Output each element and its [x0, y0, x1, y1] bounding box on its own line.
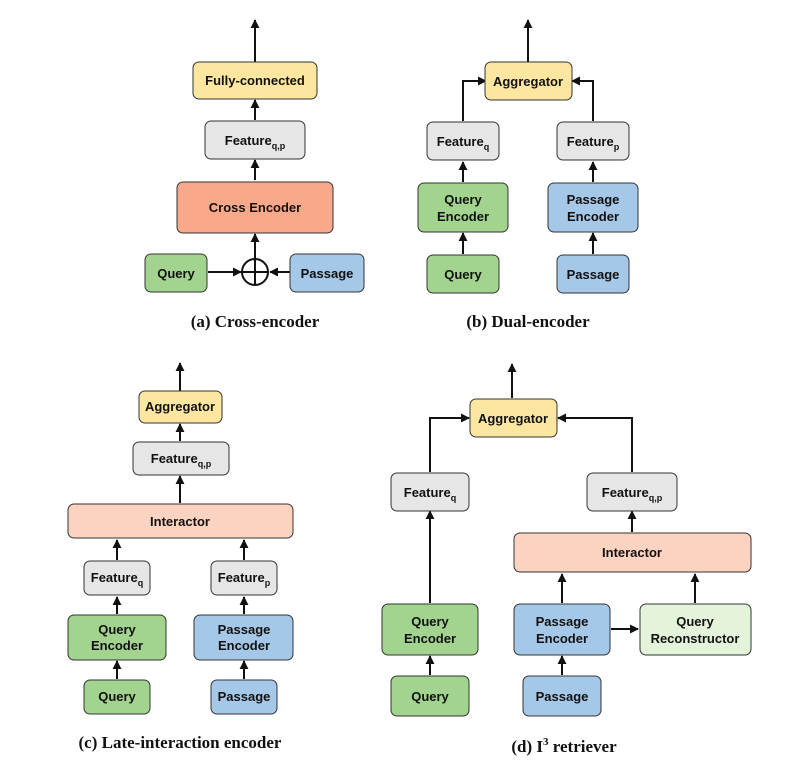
query-box: Query: [426, 254, 500, 294]
passage-box: Passage: [289, 253, 365, 293]
passage-box: Passage: [210, 679, 278, 715]
query-box: Query: [390, 675, 470, 717]
interactor-box: Interactor: [513, 532, 752, 573]
aggregator-box: Aggregator: [469, 398, 558, 438]
query-reconstructor-box: Query Reconstructor: [639, 603, 752, 656]
passage-label: Passage: [218, 689, 271, 704]
feature-q-box: Featureq: [426, 121, 500, 161]
passage-encoder-label-1: Passage: [218, 622, 271, 637]
feature-p-label: Featurep: [567, 134, 620, 152]
query-encoder-box: Query Encoder: [67, 614, 167, 661]
query-encoder-label-1: Query: [98, 622, 136, 637]
query-encoder-label-2: Encoder: [91, 638, 143, 653]
query-reconstructor-label-2: Reconstructor: [651, 631, 740, 646]
query-label: Query: [98, 689, 136, 704]
query-encoder-box: Query Encoder: [381, 603, 479, 656]
feature-q-label: Featureq: [91, 570, 143, 588]
feature-q-label: Featureq: [437, 134, 489, 152]
query-encoder-box: Query Encoder: [417, 182, 509, 233]
feature-qp-label: Featureq,p: [225, 133, 286, 151]
passage-box: Passage: [556, 254, 630, 294]
aggregator-label: Aggregator: [493, 74, 563, 89]
aggregator-box: Aggregator: [484, 61, 573, 101]
query-box: Query: [83, 679, 151, 715]
feature-q-box: Featureq: [83, 560, 151, 596]
query-label: Query: [444, 267, 482, 282]
passage-encoder-label-2: Encoder: [536, 631, 588, 646]
caption-b: (b) Dual-encoder: [466, 312, 590, 331]
passage-encoder-label-2: Encoder: [218, 638, 270, 653]
passage-encoder-box: Passage Encoder: [193, 614, 294, 661]
query-encoder-label-2: Encoder: [404, 631, 456, 646]
panel-i3-retriever: Aggregator Featureq Featureq,p Interacto…: [381, 363, 752, 756]
caption-d: (d) I3 retriever: [511, 736, 617, 756]
passage-label: Passage: [536, 689, 589, 704]
interactor-label: Interactor: [602, 545, 662, 560]
caption-c: (c) Late-interaction encoder: [79, 733, 282, 752]
feature-qp-label: Featureq,p: [602, 485, 663, 503]
aggregator-label: Aggregator: [478, 411, 548, 426]
panel-dual-encoder: Aggregator Featureq Featurep Query Encod…: [417, 19, 639, 331]
passage-encoder-label-2: Encoder: [567, 209, 619, 224]
feature-p-box: Featurep: [210, 560, 278, 596]
aggregator-label: Aggregator: [145, 399, 215, 414]
feature-p-label: Featurep: [218, 570, 271, 588]
fully-connected-label: Fully-connected: [205, 73, 305, 88]
cross-encoder-label: Cross Encoder: [209, 200, 301, 215]
concat-operator: [241, 258, 269, 286]
query-label: Query: [411, 689, 449, 704]
query-box: Query: [144, 253, 208, 293]
query-reconstructor-label-1: Query: [676, 614, 714, 629]
feature-p-box: Featurep: [556, 121, 630, 161]
feature-qp-label: Featureq,p: [151, 451, 212, 469]
feature-q-box: Featureq: [390, 472, 470, 512]
passage-label: Passage: [301, 266, 354, 281]
passage-encoder-box: Passage Encoder: [547, 182, 639, 233]
caption-a: (a) Cross-encoder: [191, 312, 320, 331]
passage-encoder-label-1: Passage: [567, 192, 620, 207]
cross-encoder-box: Cross Encoder: [176, 181, 334, 234]
feature-q-label: Featureq: [404, 485, 456, 503]
interactor-box: Interactor: [67, 503, 294, 539]
panel-cross-encoder: Fully-connected Featureq,p Cross Encoder…: [144, 19, 365, 331]
query-encoder-label-1: Query: [444, 192, 482, 207]
fully-connected-box: Fully-connected: [192, 61, 318, 100]
query-encoder-label-1: Query: [411, 614, 449, 629]
feature-qp-box: Featureq,p: [132, 441, 230, 476]
feature-qp-box: Featureq,p: [586, 472, 678, 512]
panel-late-interaction-encoder: Aggregator Featureq,p Interactor Feature…: [67, 362, 294, 752]
passage-encoder-box: Passage Encoder: [513, 603, 611, 656]
interactor-label: Interactor: [150, 514, 210, 529]
passage-encoder-label-1: Passage: [536, 614, 589, 629]
aggregator-box: Aggregator: [138, 390, 223, 424]
query-encoder-label-2: Encoder: [437, 209, 489, 224]
feature-qp-box: Featureq,p: [204, 120, 306, 160]
passage-label: Passage: [567, 267, 620, 282]
query-label: Query: [157, 266, 195, 281]
passage-box: Passage: [522, 675, 602, 717]
